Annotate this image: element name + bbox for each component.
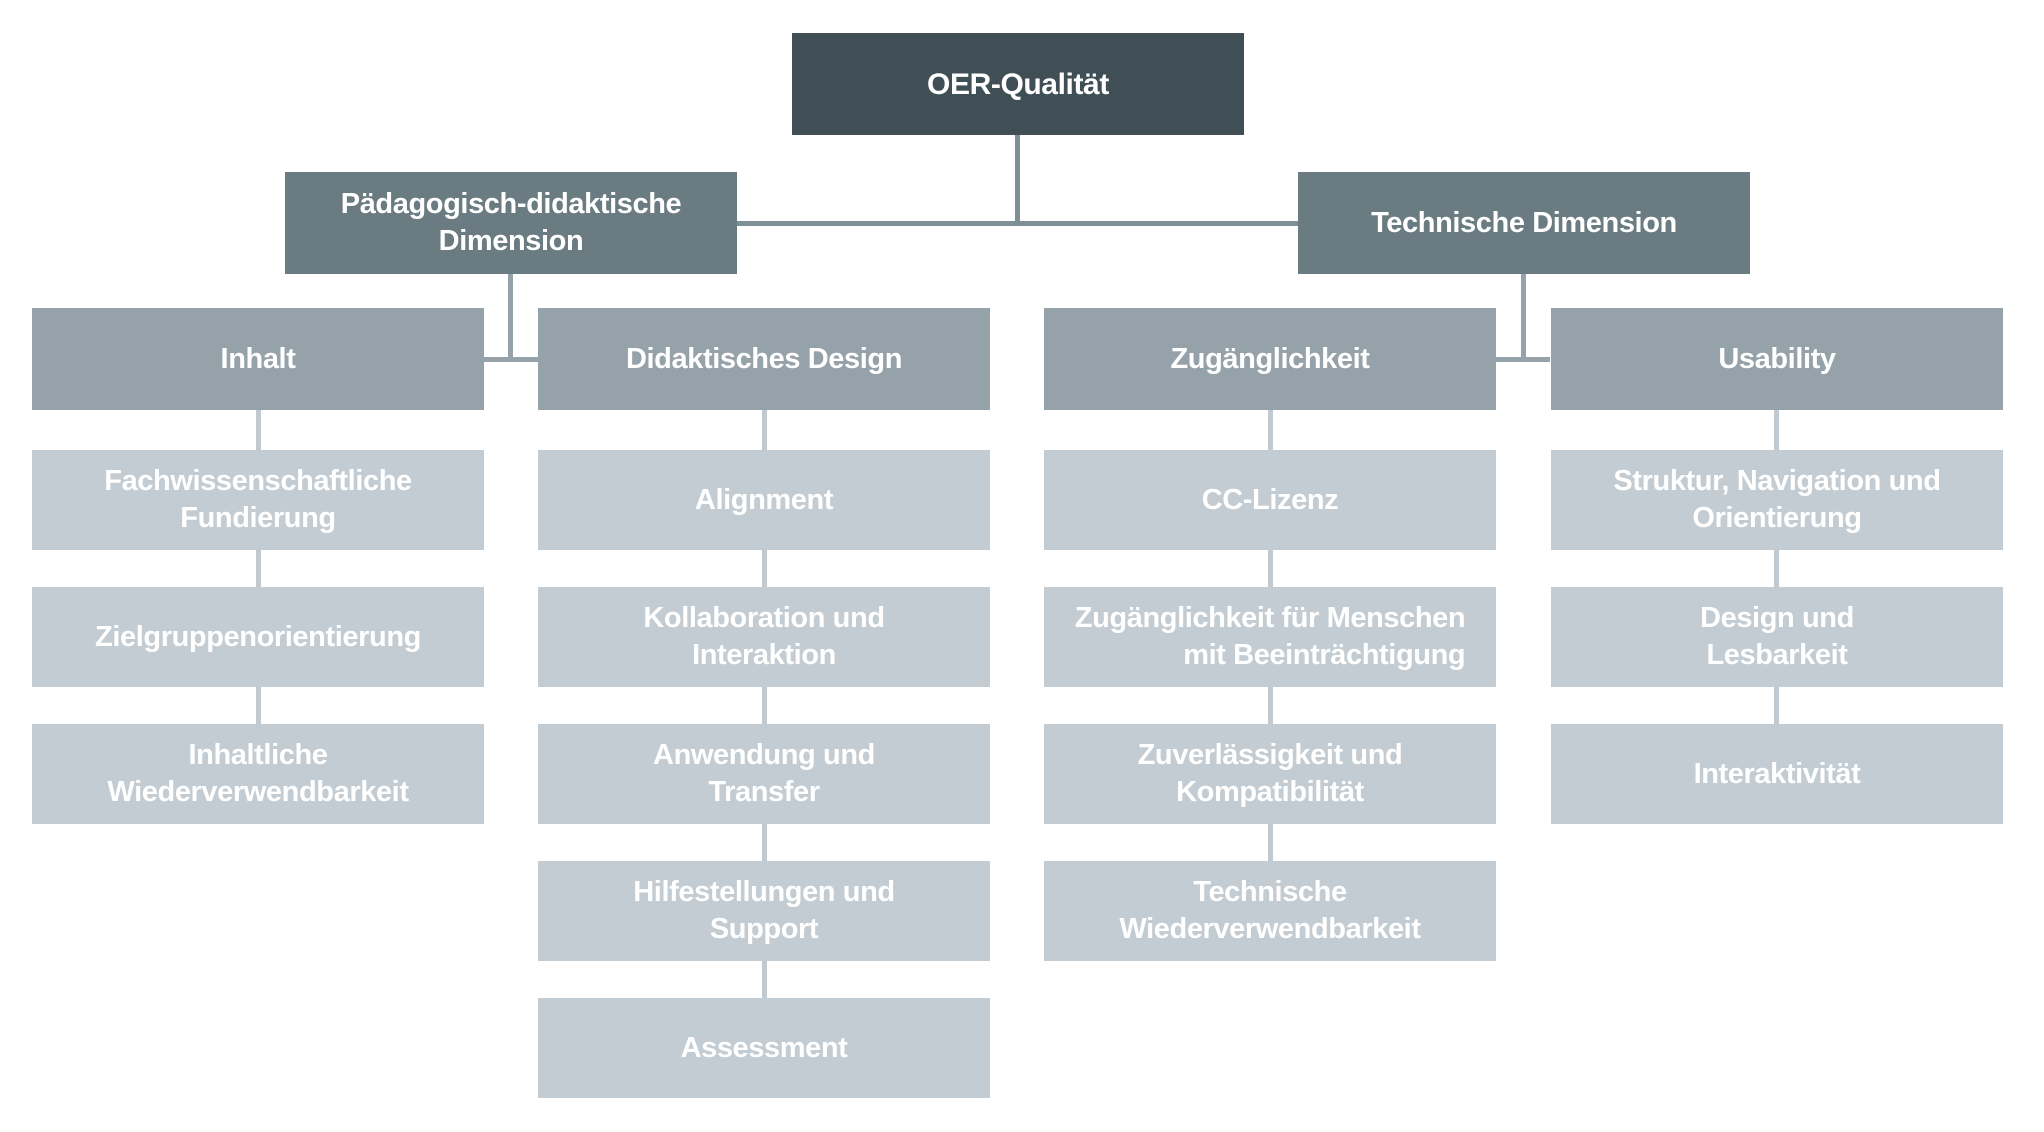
node-item-zugaenglichkeit-fuer-menschen: Zugänglichkeit für Menschen mit Beeinträ… xyxy=(1044,587,1496,687)
node-label: Interaktivität xyxy=(1693,757,1861,790)
node-label: Zugänglichkeit für Menschen mit Beeinträ… xyxy=(1074,602,1466,671)
node-label: Struktur, Navigation und Orientierung xyxy=(1613,465,1941,534)
node-item-kollaboration-und-interaktion: Kollaboration und Interaktion xyxy=(538,587,990,687)
node-item-assessment: Assessment xyxy=(538,998,990,1098)
connector-technisch-horizontal xyxy=(1496,357,1550,362)
node-label: Technische Wiederverwendbarkeit xyxy=(1119,876,1421,945)
node-label: Fachwissenschaftliche Fundierung xyxy=(104,465,412,534)
node-item-design-und-lesbarkeit: Design und Lesbarkeit xyxy=(1551,587,2003,687)
node-dimension-paedagogisch-didaktisch: Pädagogisch-didaktische Dimension xyxy=(285,172,737,274)
node-label: Assessment xyxy=(680,1031,848,1064)
node-item-inhaltliche-wiederverwendbarkeit: Inhaltliche Wiederverwendbarkeit xyxy=(32,724,484,824)
connector-col4-stub xyxy=(1774,687,1779,724)
connector-root-horizontal xyxy=(737,221,1298,226)
node-category-inhalt: Inhalt xyxy=(32,308,484,410)
node-label: Technische Dimension xyxy=(1371,206,1677,239)
node-label: Zuverlässigkeit und Kompatibilität xyxy=(1137,739,1403,808)
connector-col1-stub xyxy=(256,410,261,450)
connector-col3-stub xyxy=(1268,824,1273,861)
node-label: Zugänglichkeit xyxy=(1170,342,1370,375)
node-label: Design und Lesbarkeit xyxy=(1700,602,1854,671)
connector-root-vertical xyxy=(1015,135,1020,223)
node-item-interaktivitaet: Interaktivität xyxy=(1551,724,2003,824)
node-item-zielgruppenorientierung: Zielgruppenorientierung xyxy=(32,587,484,687)
connector-col2-stub xyxy=(762,550,767,587)
connector-col1-stub xyxy=(256,687,261,724)
node-label: Inhaltliche Wiederverwendbarkeit xyxy=(107,739,409,808)
connector-col1-stub xyxy=(256,550,261,587)
node-label: Inhalt xyxy=(220,342,296,375)
node-label: Kollaboration und Interaktion xyxy=(643,602,885,671)
connector-col4-stub xyxy=(1774,550,1779,587)
node-item-struktur-navigation-orientierung: Struktur, Navigation und Orientierung xyxy=(1551,450,2003,550)
node-label: OER-Qualität xyxy=(927,67,1109,101)
node-label: Didaktisches Design xyxy=(625,342,903,375)
connector-col4-stub xyxy=(1774,410,1779,450)
connector-paedagogisch-vertical xyxy=(508,274,513,362)
node-label: Pädagogisch-didaktische Dimension xyxy=(340,188,682,257)
node-item-zuverlaessigkeit-und-kompatibilitaet: Zuverlässigkeit und Kompatibilität xyxy=(1044,724,1496,824)
connector-col2-stub xyxy=(762,961,767,998)
connector-technisch-vertical xyxy=(1521,274,1526,362)
node-root-oer-qualitaet: OER-Qualität xyxy=(792,33,1244,135)
node-item-technische-wiederverwendbarkeit: Technische Wiederverwendbarkeit xyxy=(1044,861,1496,961)
connector-col2-stub xyxy=(762,410,767,450)
node-dimension-technisch: Technische Dimension xyxy=(1298,172,1750,274)
connector-col3-stub xyxy=(1268,550,1273,587)
connector-paedagogisch-horizontal xyxy=(484,357,538,362)
node-item-alignment: Alignment xyxy=(538,450,990,550)
connector-col3-stub xyxy=(1268,687,1273,724)
node-label: Anwendung und Transfer xyxy=(653,739,875,808)
node-item-fachwissenschaftliche-fundierung: Fachwissenschaftliche Fundierung xyxy=(32,450,484,550)
node-label: Usability xyxy=(1718,342,1836,375)
node-item-cc-lizenz: CC-Lizenz xyxy=(1044,450,1496,550)
node-label: Zielgruppenorientierung xyxy=(95,620,421,653)
connector-col2-stub xyxy=(762,687,767,724)
node-label: CC-Lizenz xyxy=(1201,483,1339,516)
node-category-didaktisches-design: Didaktisches Design xyxy=(538,308,990,410)
connector-col2-stub xyxy=(762,824,767,861)
node-label: Alignment xyxy=(694,483,834,516)
node-item-hilfestellungen-und-support: Hilfestellungen und Support xyxy=(538,861,990,961)
node-category-usability: Usability xyxy=(1551,308,2003,410)
node-item-anwendung-und-transfer: Anwendung und Transfer xyxy=(538,724,990,824)
connector-col3-stub xyxy=(1268,410,1273,450)
node-category-zugaenglichkeit: Zugänglichkeit xyxy=(1044,308,1496,410)
node-label: Hilfestellungen und Support xyxy=(633,876,895,945)
